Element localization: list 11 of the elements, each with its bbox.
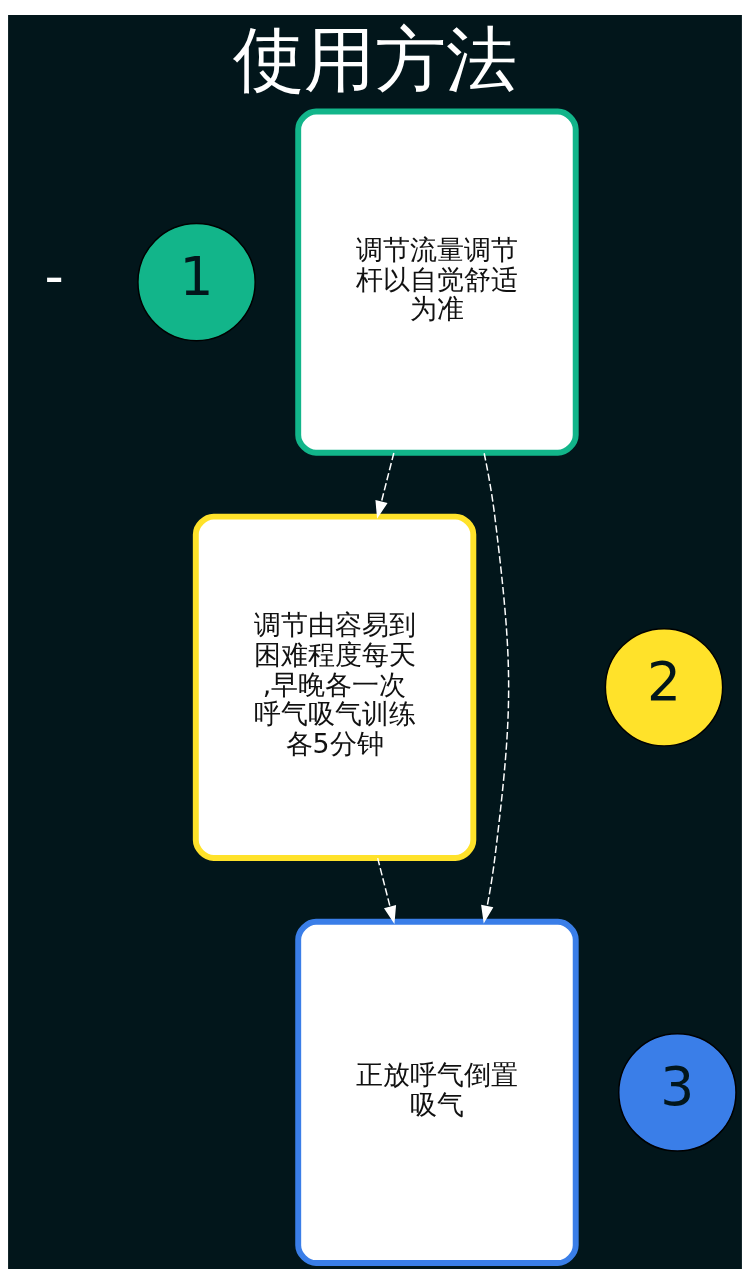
diagram-title: 使用方法 bbox=[233, 17, 517, 101]
node-circle: 2 bbox=[604, 627, 724, 747]
node-circle: 3 bbox=[618, 1033, 737, 1152]
node-box: 正放呼气倒置吸气 bbox=[295, 918, 579, 1267]
node-circle: 1 bbox=[137, 222, 256, 342]
node-box: 调节由容易到困难程度每天,早晚各一次呼气吸气训练各5分钟 bbox=[192, 513, 477, 861]
node-box: 调节流量调节杆以自觉舒适为准 bbox=[295, 108, 579, 456]
arrow bbox=[376, 857, 397, 924]
label: - bbox=[44, 245, 64, 309]
arrow bbox=[481, 452, 510, 924]
arrow bbox=[375, 452, 395, 519]
